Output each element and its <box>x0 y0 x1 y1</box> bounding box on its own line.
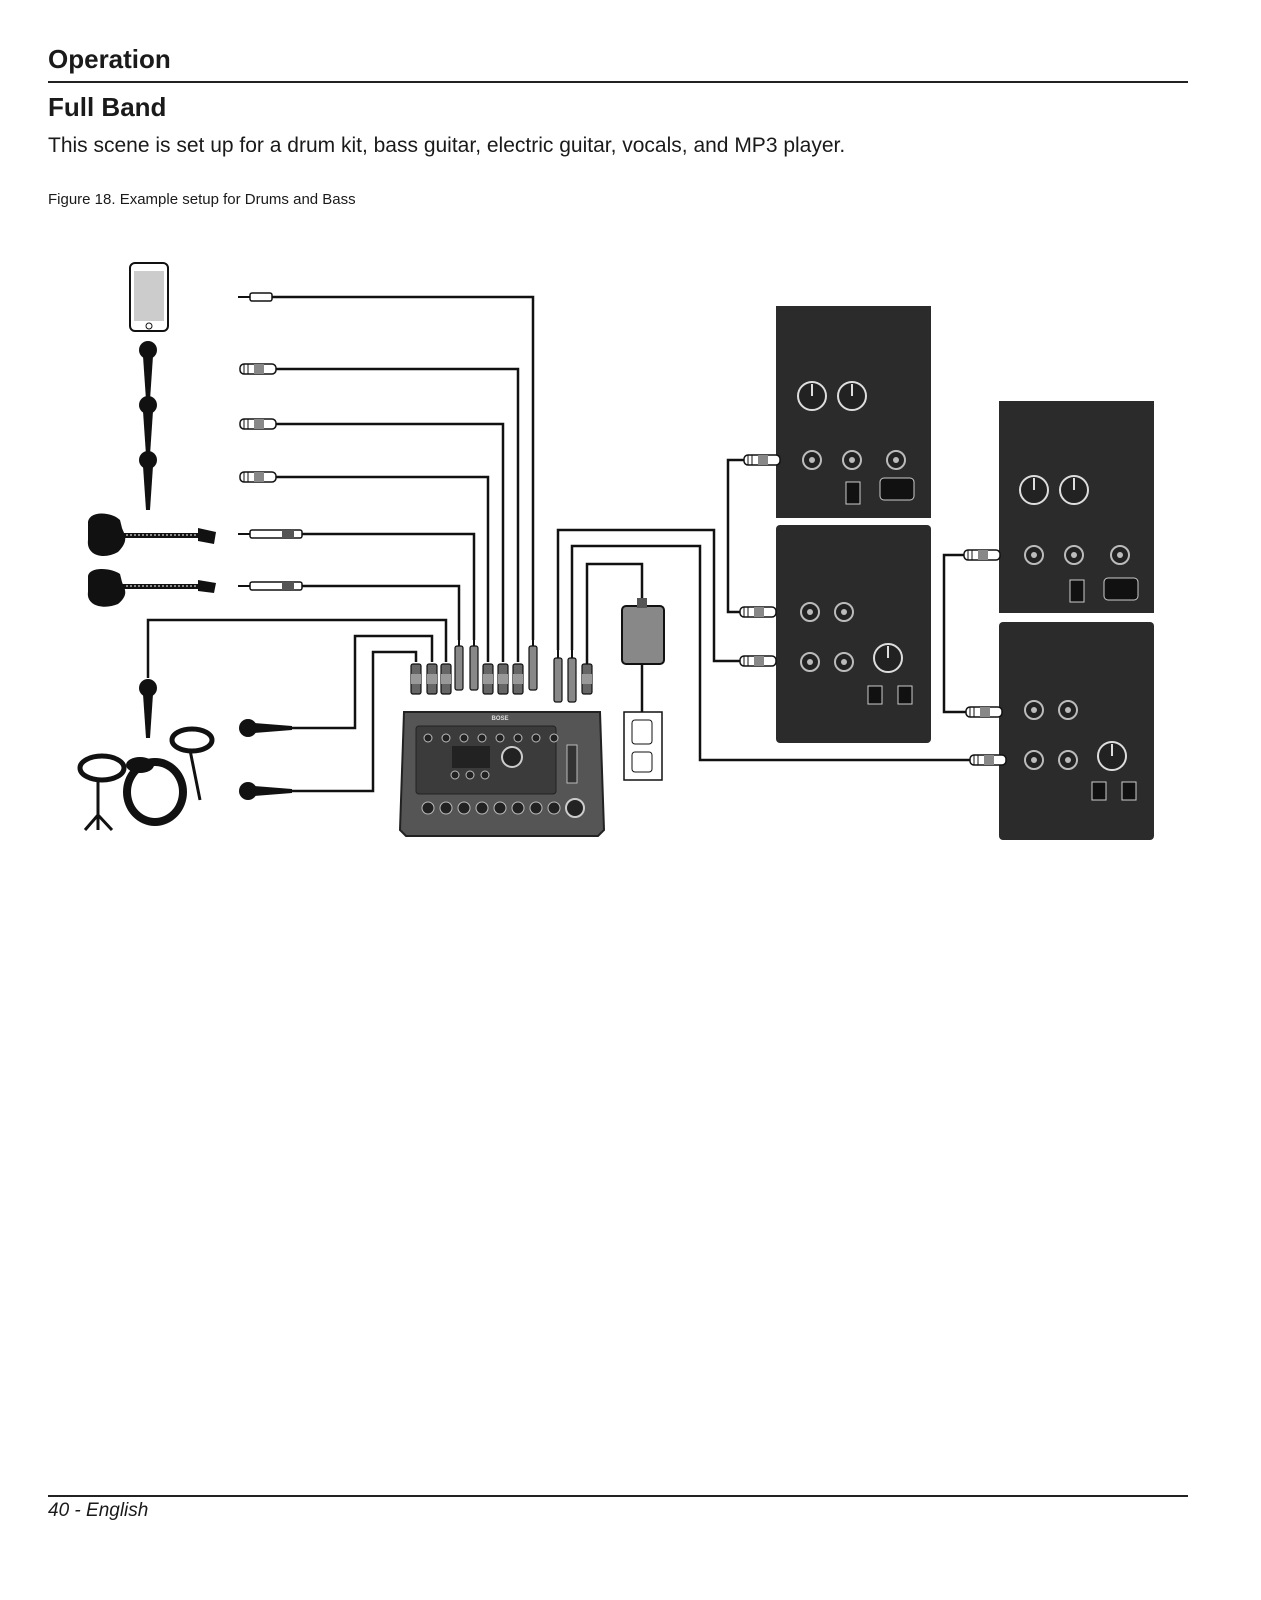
speaker-panel-1a <box>776 306 931 518</box>
vocal-mic-3 <box>139 451 157 510</box>
speaker-panel-2b <box>999 622 1154 840</box>
guitar-jack-plug <box>237 529 303 539</box>
mixer: BOSE <box>398 711 606 837</box>
figure-caption: Figure 18. Example setup for Drums and B… <box>48 191 356 208</box>
electric-guitar <box>87 513 216 556</box>
intro-paragraph: This scene is set up for a drum kit, bas… <box>48 134 846 157</box>
speaker-panel-2a <box>999 401 1154 613</box>
mixer-input-plugs <box>410 637 593 703</box>
vocal-mic-1 <box>139 341 157 400</box>
vocal-xlr-3 <box>239 471 277 483</box>
bass-jack-plug <box>237 581 303 591</box>
brand-logo: BOSE <box>491 716 508 722</box>
speaker-panel-1b <box>776 525 931 743</box>
wall-outlet <box>623 711 663 781</box>
bass-guitar <box>87 569 216 607</box>
vocal-xlr-2 <box>239 418 277 430</box>
header-rule <box>48 81 1188 83</box>
mp3-mini-plug <box>238 292 273 302</box>
subsection-title: Full Band <box>48 92 167 122</box>
footer-rule <box>48 1495 1188 1497</box>
power-supply <box>585 562 665 720</box>
drum-mic-kick <box>239 719 292 737</box>
drum-mic-overhead <box>139 679 157 738</box>
input-cables <box>146 295 535 793</box>
drum-mic-snare <box>239 782 292 800</box>
page-footer: 40 - English <box>48 1500 149 1521</box>
section-title: Operation <box>48 44 171 74</box>
mp3-player <box>129 262 169 332</box>
setup-diagram: BOSE <box>77 262 1154 840</box>
vocal-mic-2 <box>139 396 157 455</box>
drum-kit <box>77 726 215 832</box>
vocal-xlr-1 <box>239 363 277 375</box>
